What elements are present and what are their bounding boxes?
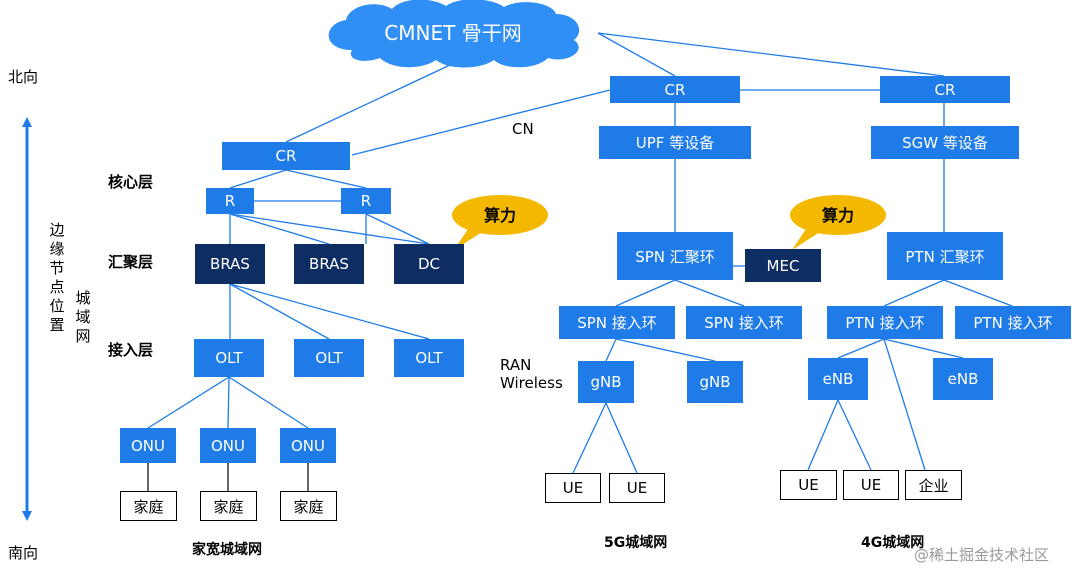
ue-4-node: UE [843,470,899,500]
enterprise-node: 企业 [905,470,962,500]
metro-5g-section-title: 5G城域网 [604,535,668,551]
ptn-aggregation-node: PTN 汇聚环 [887,232,1003,280]
mec-node: MEC [745,249,821,282]
south-label: 南向 [8,544,39,562]
enb-1-node: eNB [808,358,868,400]
spn-access-1-node: SPN 接入环 [559,306,675,339]
cr-right-node: CR [880,76,1010,103]
bras-2-node: BRAS [294,244,364,284]
router-1-node: R [206,188,254,214]
connector-line [572,402,607,474]
connector-line [229,283,330,340]
router-2-node: R [341,188,391,214]
compute-label-left: 算力 [484,206,516,225]
connector-line [597,32,945,77]
olt-1-node: OLT [194,339,264,377]
connector-line [615,279,676,307]
ue-1-node: UE [545,473,601,503]
onu-2-node: ONU [200,428,256,463]
connector-line [147,376,230,429]
gnb-1-node: gNB [578,361,634,403]
connector-line [229,169,287,189]
connector-line [597,32,676,77]
core-layer-label: 核心层 [108,173,154,191]
connector-line [229,283,430,340]
home-2-node: 家庭 [200,491,257,521]
connector-line [883,338,964,359]
connector-line [365,213,430,245]
home-3-node: 家庭 [280,491,337,521]
gnb-2-node: gNB [687,361,743,403]
cn-label: CN [512,120,534,138]
upf-node: UPF 等设备 [599,126,751,159]
spn-aggregation-node: SPN 汇聚环 [617,232,733,280]
connector-line [229,213,330,245]
bras-1-node: BRAS [195,244,265,284]
ran-label: RAN [500,356,532,374]
north-label: 北向 [8,68,39,86]
connector-line [807,399,839,471]
cr-mid-node: CR [610,76,740,103]
connector-line [285,169,367,189]
compute-bubble-left: 算力 [452,195,548,250]
edge-position-title: 边缘节点位置 [49,221,65,334]
connector-line [351,89,611,156]
dc-node: DC [394,244,464,284]
watermark: @稀土掘金技术社区 [914,546,1050,564]
connector-line [285,64,451,143]
connector-line [674,279,745,307]
connector-line [837,338,885,359]
broadband-section-title: 家宽城域网 [192,542,262,558]
connector-line [883,279,945,307]
olt-3-node: OLT [394,339,464,377]
connector-line [229,213,430,245]
wireless-label: Wireless [500,374,563,392]
ue-2-node: UE [609,473,665,503]
spn-access-2-node: SPN 接入环 [686,306,802,339]
connector-line [605,338,617,362]
backbone-cloud: CMNET 骨干网 [328,0,580,68]
connector-line [227,376,230,429]
ue-3-node: UE [780,470,837,500]
onu-1-node: ONU [120,428,176,463]
metro-4g-section-title: 4G城域网 [861,535,925,551]
ptn-access-2-node: PTN 接入环 [955,306,1071,339]
connector-line [605,402,638,474]
metro-title: 城域网 [75,289,91,345]
leaf-links [147,463,309,491]
connector-line [837,399,872,471]
compute-bubble-right: 算力 [790,195,886,250]
access-layer-label: 接入层 [108,341,154,359]
cr-left-node: CR [222,142,350,170]
olt-2-node: OLT [294,339,364,377]
aggregation-layer-label: 汇聚层 [108,253,154,271]
ptn-access-1-node: PTN 接入环 [827,306,943,339]
home-1-node: 家庭 [120,491,177,521]
cloud-label: CMNET 骨干网 [384,21,521,45]
onu-3-node: ONU [280,428,336,463]
sgw-node: SGW 等设备 [871,126,1019,159]
enb-2-node: eNB [933,358,993,400]
connector-line [228,376,309,429]
connector-line [883,338,926,471]
compute-label-right: 算力 [822,206,854,225]
connector-line [943,279,1013,307]
connector-line [615,338,716,362]
